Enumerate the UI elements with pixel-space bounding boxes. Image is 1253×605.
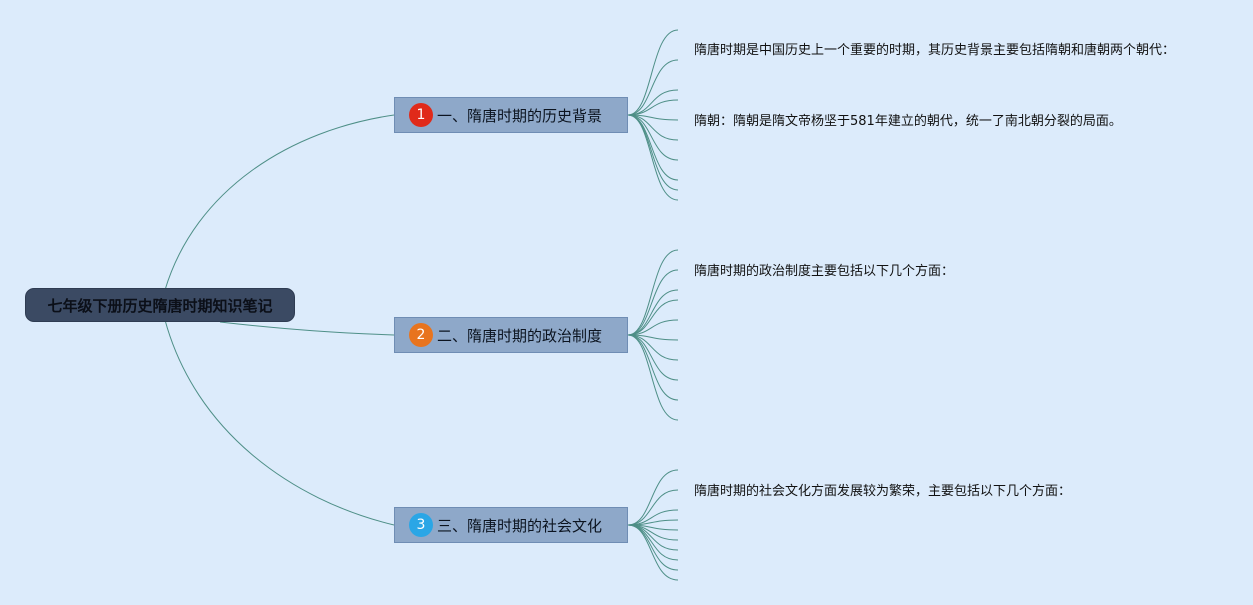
number-badge-3: 3: [409, 513, 433, 537]
connector-root-branch-3: [164, 319, 395, 526]
leaf-connector-2-9: [627, 334, 679, 401]
leaf-connector-1-8: [627, 114, 679, 181]
branch-topic-2[interactable]: 2 二、隋唐时期的政治制度: [394, 317, 628, 353]
leaf-connector-2-3: [627, 289, 679, 336]
leaf-connector-1-7: [627, 114, 679, 161]
leaf-connector-1-9: [627, 114, 679, 191]
branch-label-2: 二、隋唐时期的政治制度: [437, 326, 603, 345]
leaf-connector-2-5: [627, 319, 679, 336]
leaf-note-3-1[interactable]: 隋唐时期的社会文化方面发展较为繁荣，主要包括以下几个方面：: [694, 484, 1072, 499]
root-topic[interactable]: 七年级下册历史隋唐时期知识笔记: [25, 288, 295, 322]
leaf-connector-3-2: [627, 489, 679, 526]
number-badge-1: 1: [409, 103, 433, 127]
leaf-connector-3-9: [627, 524, 679, 571]
connector-root-branch-1: [164, 114, 395, 291]
leaf-note-1-1[interactable]: 隋唐时期是中国历史上一个重要的时期，其历史背景主要包括隋朝和唐朝两个朝代：: [694, 43, 1176, 58]
leaf-connector-2-10: [627, 334, 679, 421]
leaf-connector-2-8: [627, 334, 679, 381]
leaf-connector-2-4: [627, 299, 679, 336]
branch-label-3: 三、隋唐时期的社会文化: [437, 516, 603, 535]
branch-label-1: 一、隋唐时期的历史背景: [437, 106, 603, 125]
leaf-connector-2-2: [627, 269, 679, 336]
root-topic-label: 七年级下册历史隋唐时期知识笔记: [47, 297, 273, 315]
branch-topic-3[interactable]: 3 三、隋唐时期的社会文化: [394, 507, 628, 543]
connector-root-branch-2: [219, 321, 395, 336]
leaf-connector-3-10: [627, 524, 679, 581]
number-badge-2: 2: [409, 323, 433, 347]
leaf-connector-1-2: [627, 59, 679, 116]
leaf-connector-1-4: [627, 99, 679, 116]
leaf-connector-1-1: [627, 29, 679, 116]
leaf-connector-1-10: [627, 114, 679, 201]
leaf-connectors: [627, 29, 679, 581]
leaf-note-2-1[interactable]: 隋唐时期的政治制度主要包括以下几个方面：: [694, 264, 955, 279]
leaf-connector-2-1: [627, 249, 679, 336]
leaf-connector-3-7: [627, 524, 679, 551]
branch-topic-1[interactable]: 1 一、隋唐时期的历史背景: [394, 97, 628, 133]
leaf-note-1-2[interactable]: 隋朝：隋朝是隋文帝杨坚于581年建立的朝代，统一了南北朝分裂的局面。: [694, 114, 1122, 129]
leaf-connector-3-1: [627, 469, 679, 526]
